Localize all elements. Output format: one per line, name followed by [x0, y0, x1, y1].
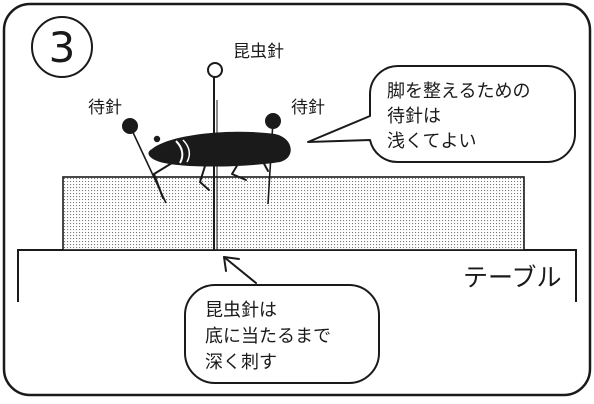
callout-bottom-line-3: 深く刺す — [205, 352, 277, 373]
waiting-pin-right-label: 待針 — [291, 98, 325, 118]
step-number-circle — [31, 16, 93, 78]
callout-top-line-3: 浅くてよい — [387, 131, 476, 152]
callout-bottom-bubble — [184, 284, 380, 384]
waiting-pin-right — [265, 113, 281, 205]
step-number: 3 — [49, 23, 76, 72]
insect-body — [148, 131, 291, 167]
waiting-pin-left-head — [122, 118, 138, 134]
waiting-pin-left-label: 待針 — [88, 98, 122, 118]
callout-top-line-2: 待針は — [387, 106, 441, 127]
insect-pin — [207, 62, 223, 250]
pin-tip-arrow — [223, 256, 257, 284]
insect-pin-label: 昆虫針 — [233, 42, 284, 62]
waiting-pin-left — [122, 118, 167, 204]
callout-bottom-line-2: 底に当たるまで — [205, 326, 331, 347]
callout-top-bubble — [307, 65, 576, 164]
waiting-pin-right-head — [265, 113, 281, 129]
pinning-board — [62, 176, 525, 251]
table-label: テーブル — [463, 263, 562, 292]
callout-bottom-line-1: 昆虫針は — [205, 300, 277, 321]
insect-pin-head — [207, 62, 223, 78]
callout-top-line-1: 脚を整えるための — [387, 81, 530, 102]
